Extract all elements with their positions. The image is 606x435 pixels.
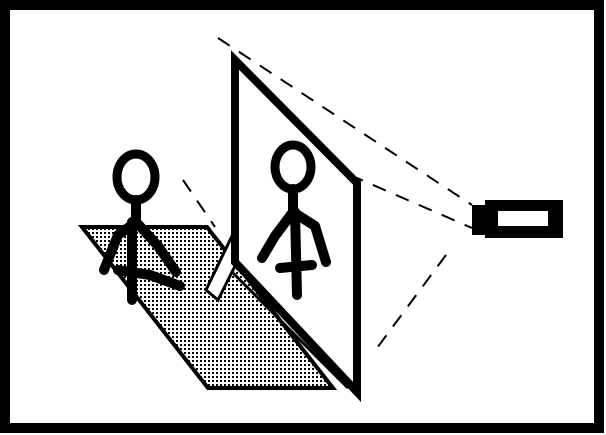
standing-figure-right-arm	[131, 217, 181, 277]
reflected-figure-hip	[275, 260, 317, 273]
standing-figure-leg	[145, 270, 185, 291]
standing-stick-figure	[99, 149, 185, 305]
projector-lens	[472, 205, 488, 235]
dashed-projection-lines	[182, 37, 473, 349]
panel-edge-shadow	[223, 263, 350, 390]
standing-figure-head	[112, 149, 160, 205]
reflected-stick-figure	[257, 140, 331, 300]
projector	[472, 200, 563, 238]
reflected-figure-right-arm	[288, 207, 331, 267]
shaded-floor-panel	[77, 225, 338, 390]
reflected-figure-body	[290, 207, 302, 300]
reflected-figure-head	[270, 140, 316, 194]
standing-figure-hip	[113, 265, 155, 280]
projector-window	[498, 211, 548, 226]
reflected-figure-left-arm	[257, 207, 298, 263]
